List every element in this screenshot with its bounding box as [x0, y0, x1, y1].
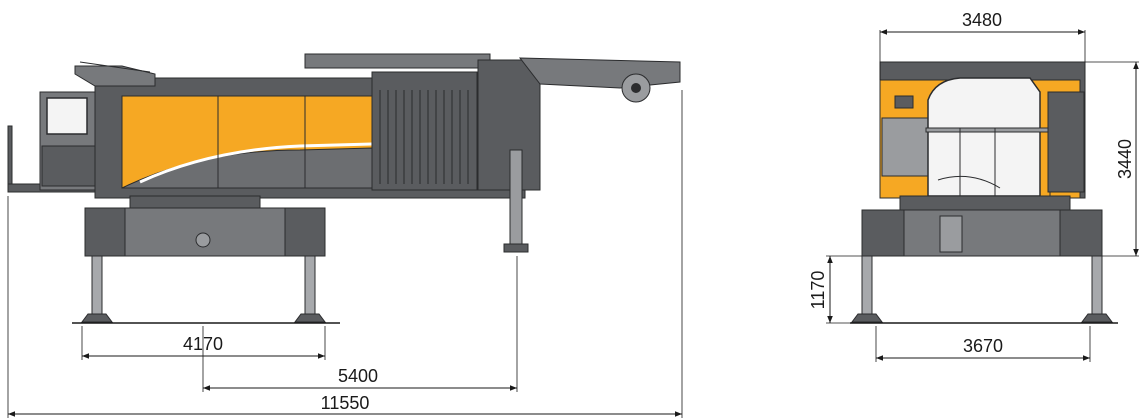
dim-label-4170: 4170: [183, 334, 223, 354]
side-boom: [518, 57, 681, 89]
side-upper-carriage: [74, 53, 681, 253]
side-view-machine: [7, 53, 681, 324]
dim-label-3670: 3670: [963, 336, 1003, 356]
front-cab-window: [927, 77, 1041, 197]
side-front-support: [509, 149, 523, 247]
dim-label-3480: 3480: [962, 10, 1002, 30]
dim-label-3440: 3440: [1115, 139, 1135, 179]
side-undercarriage: [72, 195, 340, 324]
dim-label-11550: 11550: [321, 393, 370, 413]
dim-label-5400: 5400: [338, 366, 378, 386]
side-dimensions: 4170 5400 11550: [7, 90, 683, 418]
front-dimensions: 3480 3440 1170 3670: [808, 10, 1139, 362]
front-control-panel: [881, 117, 929, 177]
dim-label-1170: 1170: [808, 271, 828, 310]
front-view-machine: [850, 61, 1118, 324]
